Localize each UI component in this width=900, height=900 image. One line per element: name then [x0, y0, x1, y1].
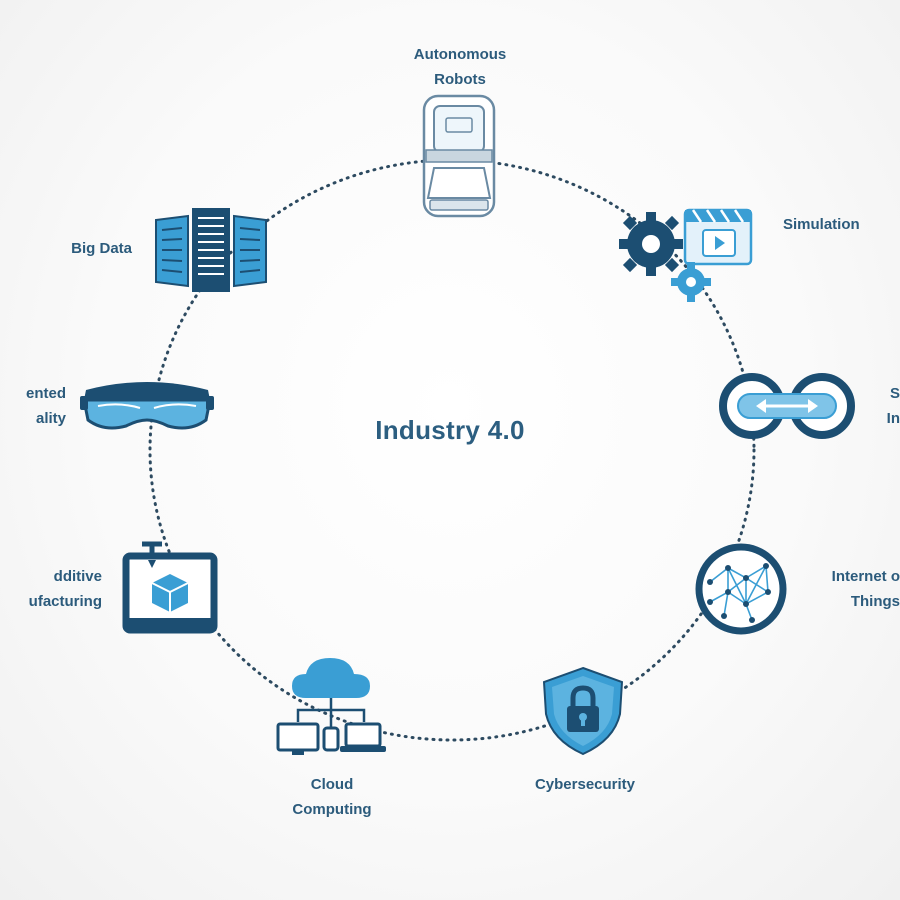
system-integration-icon	[718, 372, 858, 440]
shield-lock-icon	[540, 666, 626, 756]
cloud-computing-icon	[276, 654, 386, 758]
node-label-big-data: Big Data	[71, 240, 132, 257]
ar-headset-icon	[80, 376, 214, 438]
node-label-simulation: Simulation	[783, 216, 860, 233]
3d-printer-icon	[122, 540, 218, 634]
diagram-title: Industry 4.0	[375, 415, 525, 445]
simulation-gears-icon	[617, 206, 757, 306]
node-label-system-integration: S In	[886, 385, 900, 427]
node-label-additive-manufacturing: dditive ufacturing	[28, 568, 102, 610]
iot-network-icon	[694, 542, 788, 636]
node-label-augmented-reality: ented ality	[25, 385, 66, 427]
node-label-autonomous-robots: Autonomous Robots	[413, 46, 507, 88]
node-label-internet-of-things: Internet o Things	[831, 568, 900, 610]
node-label-cybersecurity: Cybersecurity	[534, 776, 636, 793]
autonomous-robot-icon	[418, 92, 500, 220]
node-label-cloud-computing: Cloud Computing	[292, 776, 372, 818]
server-racks-icon	[152, 204, 270, 294]
